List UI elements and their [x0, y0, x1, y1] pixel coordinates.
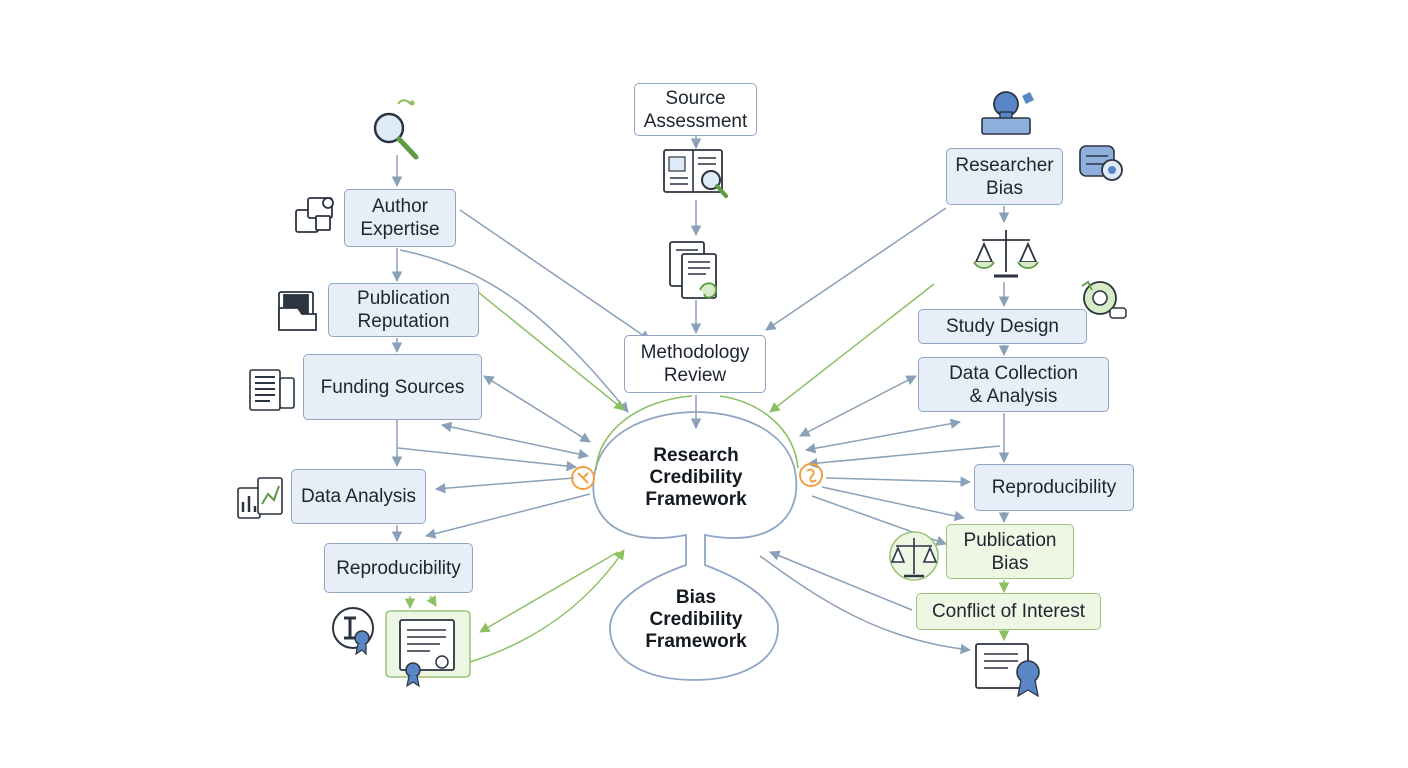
- connector: [799, 375, 917, 437]
- node-study-design: Study Design: [918, 309, 1087, 344]
- profile-cards-icon: [295, 197, 334, 233]
- node-reproducibility-right: Reproducibility: [974, 464, 1134, 511]
- node-funding-sources: Funding Sources: [303, 354, 482, 420]
- node-publication-bias: Publication Bias: [946, 524, 1074, 579]
- connector: [440, 421, 590, 460]
- node-author-expertise: Author Expertise: [344, 189, 456, 247]
- document-pages-icon: [669, 241, 717, 299]
- connector: [459, 209, 651, 341]
- orange-cycle-icon: [799, 463, 823, 487]
- node-publication-reputation: Publication Reputation: [328, 283, 479, 337]
- gear-lens-icon: [1081, 280, 1127, 319]
- certificate-icon: [385, 610, 471, 688]
- green-connector: [479, 551, 619, 633]
- award-badge-icon: [332, 607, 374, 656]
- node-data-collection-analysis: Data Collection & Analysis: [918, 357, 1109, 412]
- report-pages-icon: [249, 369, 295, 411]
- hub-outline: [592, 411, 798, 681]
- orange-cycle-icon: [571, 466, 595, 490]
- green-scales-icon: [889, 531, 939, 581]
- node-reproducibility-left: Reproducibility: [324, 543, 473, 593]
- green-connector: [769, 283, 935, 413]
- stamp-icon: [981, 91, 1034, 135]
- balance-scale-icon: [973, 230, 1039, 278]
- magnifier-icon: [373, 99, 419, 160]
- node-source-assessment: Source Assessment: [634, 83, 757, 136]
- data-charts-icon: [237, 477, 283, 519]
- green-connector: [426, 595, 437, 607]
- green-arc-right: [719, 395, 799, 469]
- green-arc-left: [595, 395, 693, 471]
- connector: [825, 476, 972, 487]
- node-researcher-bias: Researcher Bias: [946, 148, 1063, 205]
- node-data-analysis: Data Analysis: [291, 469, 426, 524]
- connector: [434, 477, 575, 494]
- connector: [759, 555, 972, 655]
- green-connector: [469, 549, 625, 663]
- folder-icon: [278, 291, 317, 331]
- node-conflict-of-interest: Conflict of Interest: [916, 593, 1101, 630]
- connector: [806, 445, 1001, 469]
- document-search-icon: [663, 149, 728, 198]
- hub-research-credibility-framework: Research Credibility Framework: [645, 445, 747, 510]
- connector: [483, 375, 591, 443]
- connector: [424, 493, 591, 539]
- green-connector: [477, 291, 625, 411]
- hub-bias-credibility-framework: Bias Credibility Framework: [645, 587, 747, 652]
- node-methodology-review: Methodology Review: [624, 335, 766, 393]
- connector: [399, 249, 629, 413]
- connector: [397, 447, 578, 472]
- connector: [769, 550, 913, 611]
- connector: [821, 486, 966, 522]
- connector: [765, 207, 947, 331]
- connector: [804, 418, 962, 454]
- camera-lens-icon: [1079, 145, 1123, 181]
- certificate-ribbon-icon: [975, 643, 1040, 698]
